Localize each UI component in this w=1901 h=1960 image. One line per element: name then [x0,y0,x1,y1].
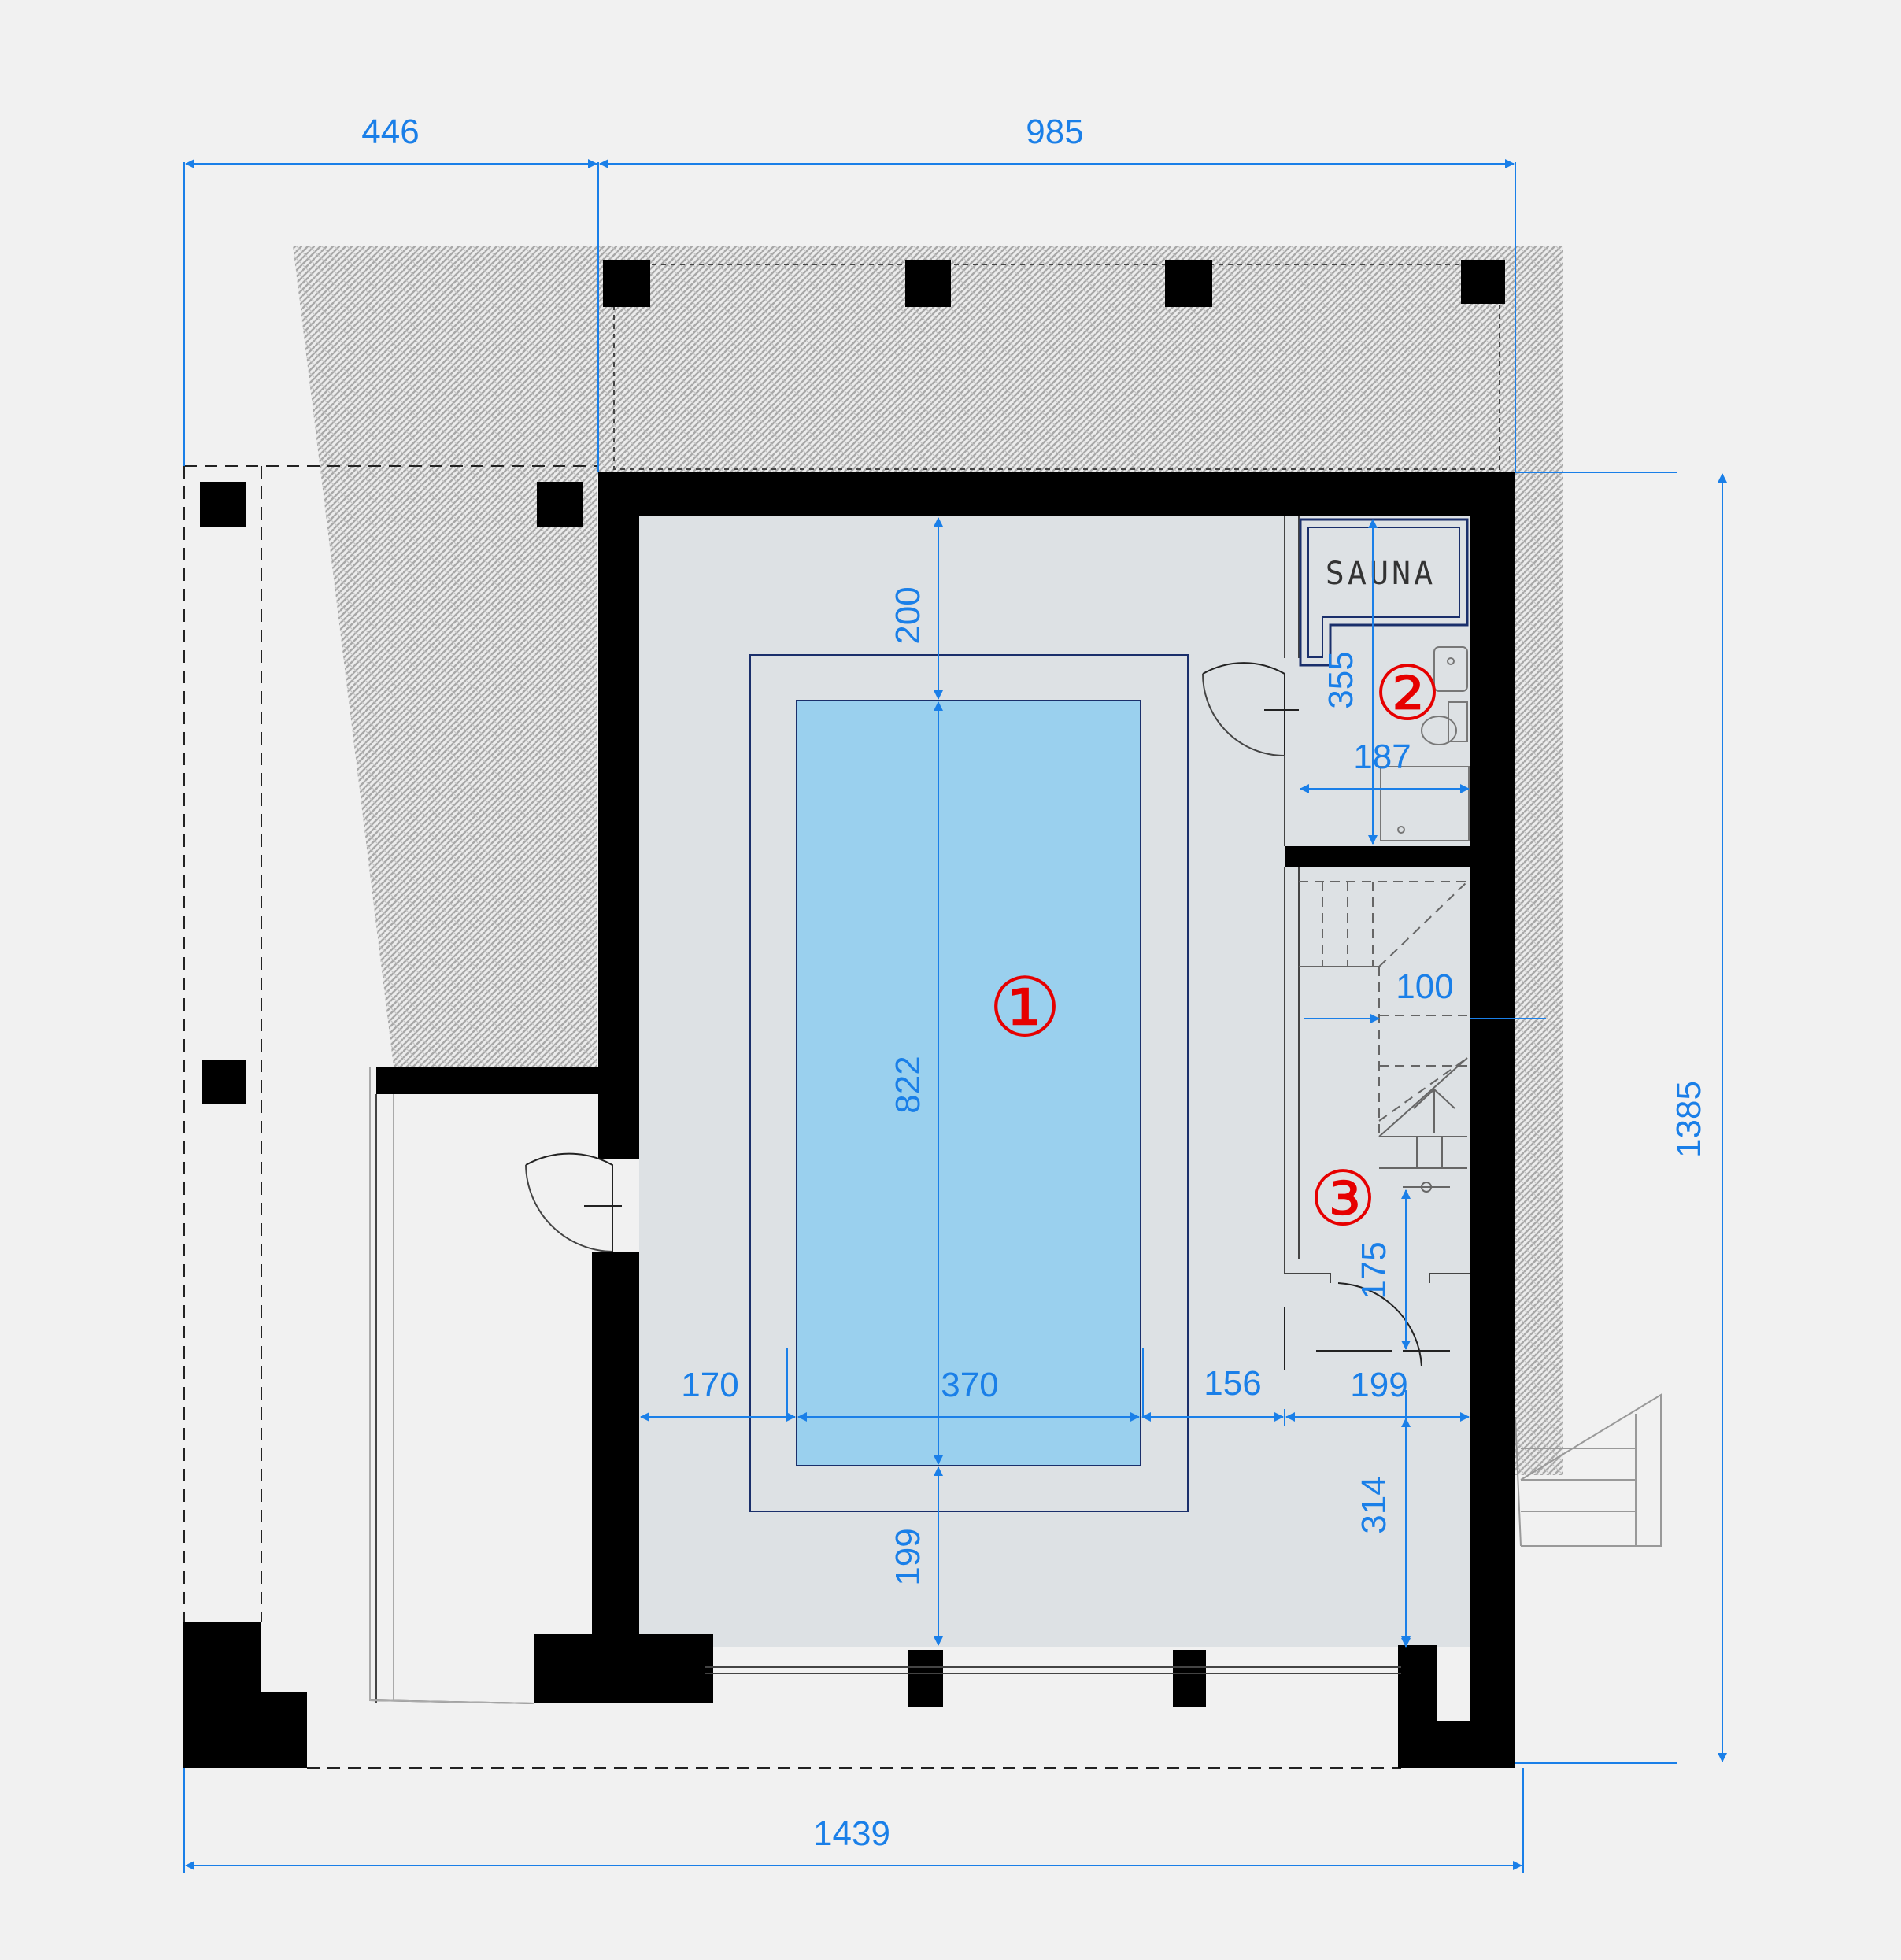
dim-pool-length: 822 [889,1056,927,1113]
staircase [1299,881,1468,1193]
walls [183,472,1515,1768]
dim-right-total: 1385 [1670,1081,1708,1158]
marker-sauna-bath: ② [1374,649,1441,738]
dim-top-right: 985 [1026,113,1083,151]
marker-stairs: ③ [1309,1155,1377,1243]
dim-pool-left-gap: 170 [681,1366,738,1404]
left-terrace [369,1067,534,1704]
dim-sauna-room-width: 187 [1353,738,1411,776]
dim-sauna-depth: 355 [1322,651,1360,708]
dim-pool-width: 370 [941,1366,998,1404]
dim-pool-right-gap: 156 [1204,1364,1261,1403]
dim-bottom-total: 1439 [813,1814,890,1853]
pergola-outline [613,264,1500,470]
dim-stair-width: 100 [1396,967,1453,1006]
dimension-labels: 446 985 1439 1385 200 822 199 170 370 15… [361,113,1708,1853]
interior-dimensions [640,517,1546,1648]
colonnade-outline [183,465,1401,1769]
dim-pool-top-gap: 200 [889,586,927,644]
exterior-stair [1515,1393,1662,1547]
terrace-hatch [293,246,1563,1475]
pool-deck [749,654,1189,1512]
doors [525,662,1450,1370]
columns [200,260,1505,1104]
pool [796,700,1141,1466]
dim-top-left: 446 [361,113,419,151]
dim-pool-bottom-gap: 199 [889,1528,927,1585]
overall-dimensions [183,159,1727,1873]
dim-lower-right-depth: 314 [1355,1476,1393,1533]
dim-right-room-width: 199 [1350,1366,1407,1404]
dim-door-depth: 175 [1355,1241,1393,1299]
sauna-label: SAUNA [1326,556,1436,592]
marker-pool: ① [988,960,1061,1056]
bathroom-fixtures [1380,646,1470,841]
room-markers: ① ② ③ [988,649,1441,1243]
sauna-cabin [1299,518,1469,667]
